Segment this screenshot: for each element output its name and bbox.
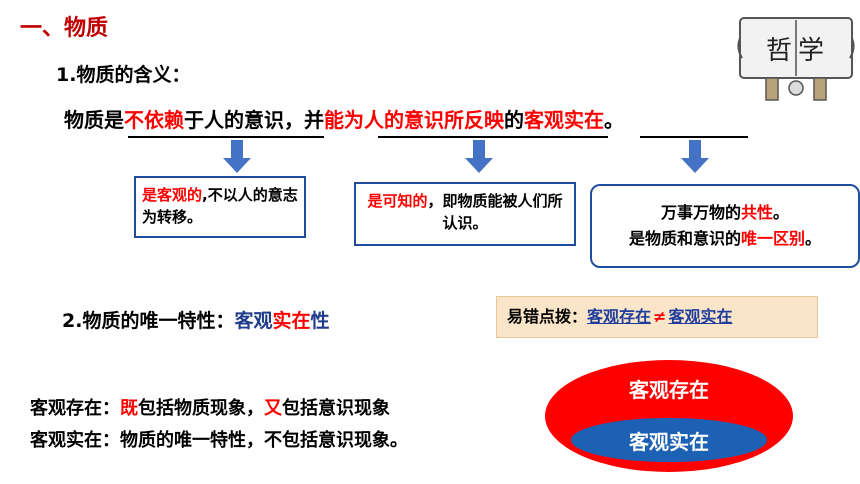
note-text: ，即物质能被人们所认识。	[427, 192, 563, 232]
existence-highlight: 既	[120, 398, 138, 419]
underline-bar	[378, 136, 608, 138]
note-line: 是物质和意识的唯一区别。	[598, 226, 852, 252]
definition-part-highlight: 客观实在	[524, 108, 604, 132]
definition-part-highlight: 能为人的意识所反映	[324, 108, 504, 132]
tip-box: 易错点拨：客观存在≠客观实在	[496, 296, 818, 338]
unique-label: 2.物质的唯一特性：	[62, 310, 235, 332]
note-box-common: 万事万物的共性。 是物质和意识的唯一区别。	[590, 184, 860, 268]
down-arrow-icon	[680, 140, 710, 174]
note-box-objective: 是客观的,不以人的意志为转移。	[134, 176, 306, 238]
note-text: 是物质和意识的	[628, 229, 741, 248]
reality-explanation: 客观实在：物质的唯一特性，不包括意识现象。	[30, 430, 408, 451]
down-arrow-icon	[222, 140, 252, 174]
not-equal-icon: ≠	[653, 307, 667, 326]
underline-bar	[640, 136, 748, 138]
badge-text: 哲学	[765, 36, 830, 66]
down-arrow-icon	[464, 140, 494, 174]
tip-prefix: 易错点拨：	[507, 307, 588, 326]
venn-inner-ellipse	[571, 418, 767, 462]
definition-heading: 1.物质的含义：	[56, 64, 191, 86]
existence-text: 客观存在：	[30, 398, 120, 419]
existence-highlight: 又	[264, 398, 282, 419]
note-text: ,不以人的意志为转移。	[142, 186, 298, 226]
unique-property-heading: 2.物质的唯一特性：客观实在性	[62, 306, 330, 333]
definition-part: 。	[604, 108, 624, 132]
note-highlight: 是客观的	[142, 186, 203, 204]
venn-outer-label: 客观存在	[629, 378, 709, 402]
note-text: 万事万物的	[660, 203, 741, 222]
unique-value: 客观	[234, 310, 273, 332]
note-highlight: 共性	[740, 203, 773, 222]
note-line: 万事万物的共性。	[598, 200, 852, 226]
definition-part: 于人的意识，并	[184, 108, 324, 132]
definition-part: 物质是	[64, 108, 124, 132]
section-title: 一、物质	[20, 16, 109, 41]
unique-value: 性	[310, 310, 330, 332]
note-text: 。	[773, 203, 790, 222]
note-text: 。	[805, 229, 822, 248]
note-box-knowable: 是可知的，即物质能被人们所认识。	[354, 182, 576, 246]
definition-part-highlight: 不依赖	[124, 108, 184, 132]
unique-value-highlight: 实在	[272, 310, 311, 332]
philosophy-book-icon	[737, 17, 855, 101]
definition-sentence: 物质是不依赖于人的意识，并能为人的意识所反映的客观实在。	[64, 104, 624, 133]
existence-text: 包括意识现象	[282, 398, 390, 419]
definition-part: 的	[504, 108, 524, 132]
tip-link-existence[interactable]: 客观存在	[587, 307, 652, 326]
existence-explanation: 客观存在：既包括物质现象，又包括意识现象	[30, 394, 390, 420]
note-highlight: 唯一区别	[740, 229, 805, 248]
venn-inner-label: 客观实在	[629, 430, 709, 454]
existence-text: 包括物质现象，	[138, 398, 264, 419]
note-highlight: 是可知的	[367, 192, 428, 210]
tip-link-reality[interactable]: 客观实在	[668, 307, 733, 326]
underline-bar	[128, 136, 324, 138]
